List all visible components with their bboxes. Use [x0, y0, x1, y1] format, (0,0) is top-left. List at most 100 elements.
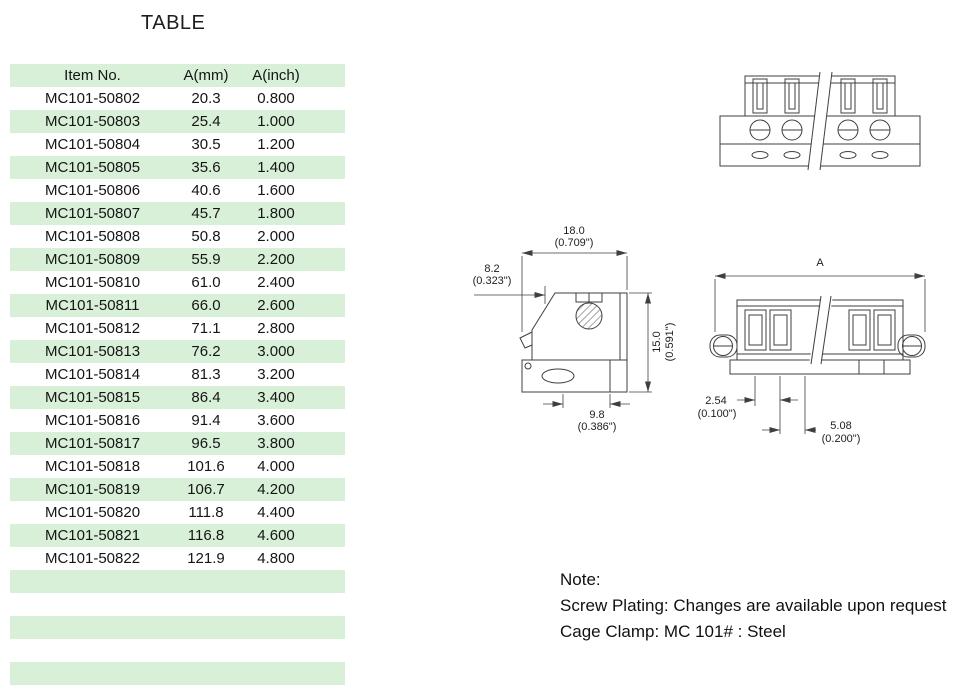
table-cell	[10, 570, 345, 593]
dim-port-inch-label: (0.386")	[578, 421, 617, 433]
table-cell: 55.9	[191, 251, 221, 268]
dim-pitch-mm-label: 5.08	[830, 420, 851, 432]
table-cell: 50.8	[191, 228, 221, 245]
dim-offset-mm-label: 8.2	[484, 263, 499, 275]
table-cell: 3.400	[257, 389, 295, 406]
table-filler-cell	[315, 64, 345, 87]
dim-height-mm-label: 15.0	[651, 331, 663, 352]
table-cell: 76.2	[191, 343, 221, 360]
table-cell: 3.000	[257, 343, 295, 360]
table-row: MC101-50816 91.4 3.600	[10, 409, 345, 432]
table-row: MC101-50819 106.7 4.200	[10, 478, 345, 501]
table-filler-cell	[315, 455, 345, 478]
note-line-screw-plating: Screw Plating: Changes are available upo…	[560, 596, 947, 615]
table-cell: MC101-50810	[44, 274, 141, 291]
table-filler-cell	[315, 524, 345, 547]
table-filler-cell	[315, 248, 345, 271]
table-cell: 3.800	[257, 435, 295, 452]
table-cell	[10, 639, 345, 662]
table-cell: 106.7	[187, 481, 225, 498]
front-dimensions	[714, 273, 926, 434]
table-cell: MC101-50816	[44, 412, 141, 429]
table-filler-cell	[315, 501, 345, 524]
table-filler-cell	[315, 110, 345, 133]
table-filler-cell	[315, 386, 345, 409]
table-cell: 1.800	[257, 205, 295, 222]
table-cell: MC101-50811	[45, 297, 140, 314]
table-cell: 2.800	[257, 320, 295, 337]
table-cell: MC101-50802	[44, 90, 141, 107]
dim-offset-inch-label: (0.323")	[473, 275, 512, 287]
table-cell: MC101-50822	[44, 550, 141, 567]
column-header-a-inch: A(inch)	[252, 67, 300, 84]
table-cell: 1.000	[257, 113, 295, 130]
break-lines	[810, 295, 832, 365]
table-cell: 1.600	[257, 182, 295, 199]
table-filler-cell	[315, 478, 345, 501]
table-cell: 61.0	[191, 274, 221, 291]
table-row: MC101-50809 55.9 2.200	[10, 248, 345, 271]
table-cell: 25.4	[191, 113, 221, 130]
table-filler-cell	[315, 317, 345, 340]
table-filler-cell	[315, 133, 345, 156]
page-title: TABLE	[141, 12, 206, 34]
dim-height-inch-label: (0.591")	[664, 323, 676, 362]
table-filler-cell	[315, 271, 345, 294]
table-cell: MC101-50806	[44, 182, 141, 199]
side-part-outline	[519, 292, 628, 393]
table-filler-cell	[315, 87, 345, 110]
table-cell: 66.0	[191, 297, 221, 314]
table-cell: MC101-50803	[44, 113, 141, 130]
table-cell: 121.9	[187, 550, 225, 567]
table-cell: 20.3	[191, 90, 221, 107]
table-row: MC101-50803 25.4 1.000	[10, 110, 345, 133]
table-cell: MC101-50819	[44, 481, 141, 498]
table-filler-cell	[315, 156, 345, 179]
table-cell: 91.4	[191, 412, 221, 429]
spec-table: Item No. A(mm) A(inch) MC101-50802 20.3 0.…	[10, 64, 345, 685]
drawing-front-view: A 2.54 (0.100") 5.08 (0.200")	[698, 257, 926, 445]
dim-port-mm-label: 9.8	[589, 409, 604, 421]
dim-half-pitch-mm-label: 2.54	[705, 395, 726, 407]
table-cell: 116.8	[187, 527, 225, 544]
table-filler-cell	[315, 294, 345, 317]
table-cell: MC101-50813	[44, 343, 141, 360]
note-line-cage-clamp: Cage Clamp: MC 101# : Steel	[560, 622, 786, 641]
dim-pitch-inch-label: (0.200")	[822, 433, 861, 445]
table-cell: 4.200	[257, 481, 295, 498]
table-filler-cell	[315, 409, 345, 432]
column-header-a-mm: A(mm)	[183, 67, 229, 84]
table-row: MC101-50813 76.2 3.000	[10, 340, 345, 363]
table-cell: 111.8	[188, 504, 224, 521]
break-gap	[808, 72, 832, 170]
table-header-row: Item No. A(mm) A(inch)	[10, 64, 345, 87]
table-cell: MC101-50821	[44, 527, 141, 544]
table-cell: 3.600	[257, 412, 295, 429]
dim-length-a-label: A	[816, 257, 824, 269]
table-cell: 4.800	[257, 550, 295, 567]
table-cell: 0.800	[257, 90, 295, 107]
spec-table-header: Item No. A(mm) A(inch)	[10, 64, 345, 87]
table-cell: 35.6	[191, 159, 221, 176]
table-cell: MC101-50805	[44, 159, 141, 176]
note-block: Note: Screw Plating: Changes are availab…	[560, 567, 947, 645]
table-row: MC101-50802 20.3 0.800	[10, 87, 345, 110]
table-cell: 1.200	[257, 136, 295, 153]
table-cell: MC101-50809	[44, 251, 141, 268]
table-filler-cell	[315, 363, 345, 386]
table-cell: 2.000	[257, 228, 295, 245]
table-empty-row	[10, 570, 345, 593]
table-empty-row	[10, 616, 345, 639]
table-cell: 2.200	[257, 251, 295, 268]
table-cell	[10, 616, 345, 639]
table-cell: 30.5	[191, 136, 221, 153]
note-label: Note:	[560, 570, 601, 589]
